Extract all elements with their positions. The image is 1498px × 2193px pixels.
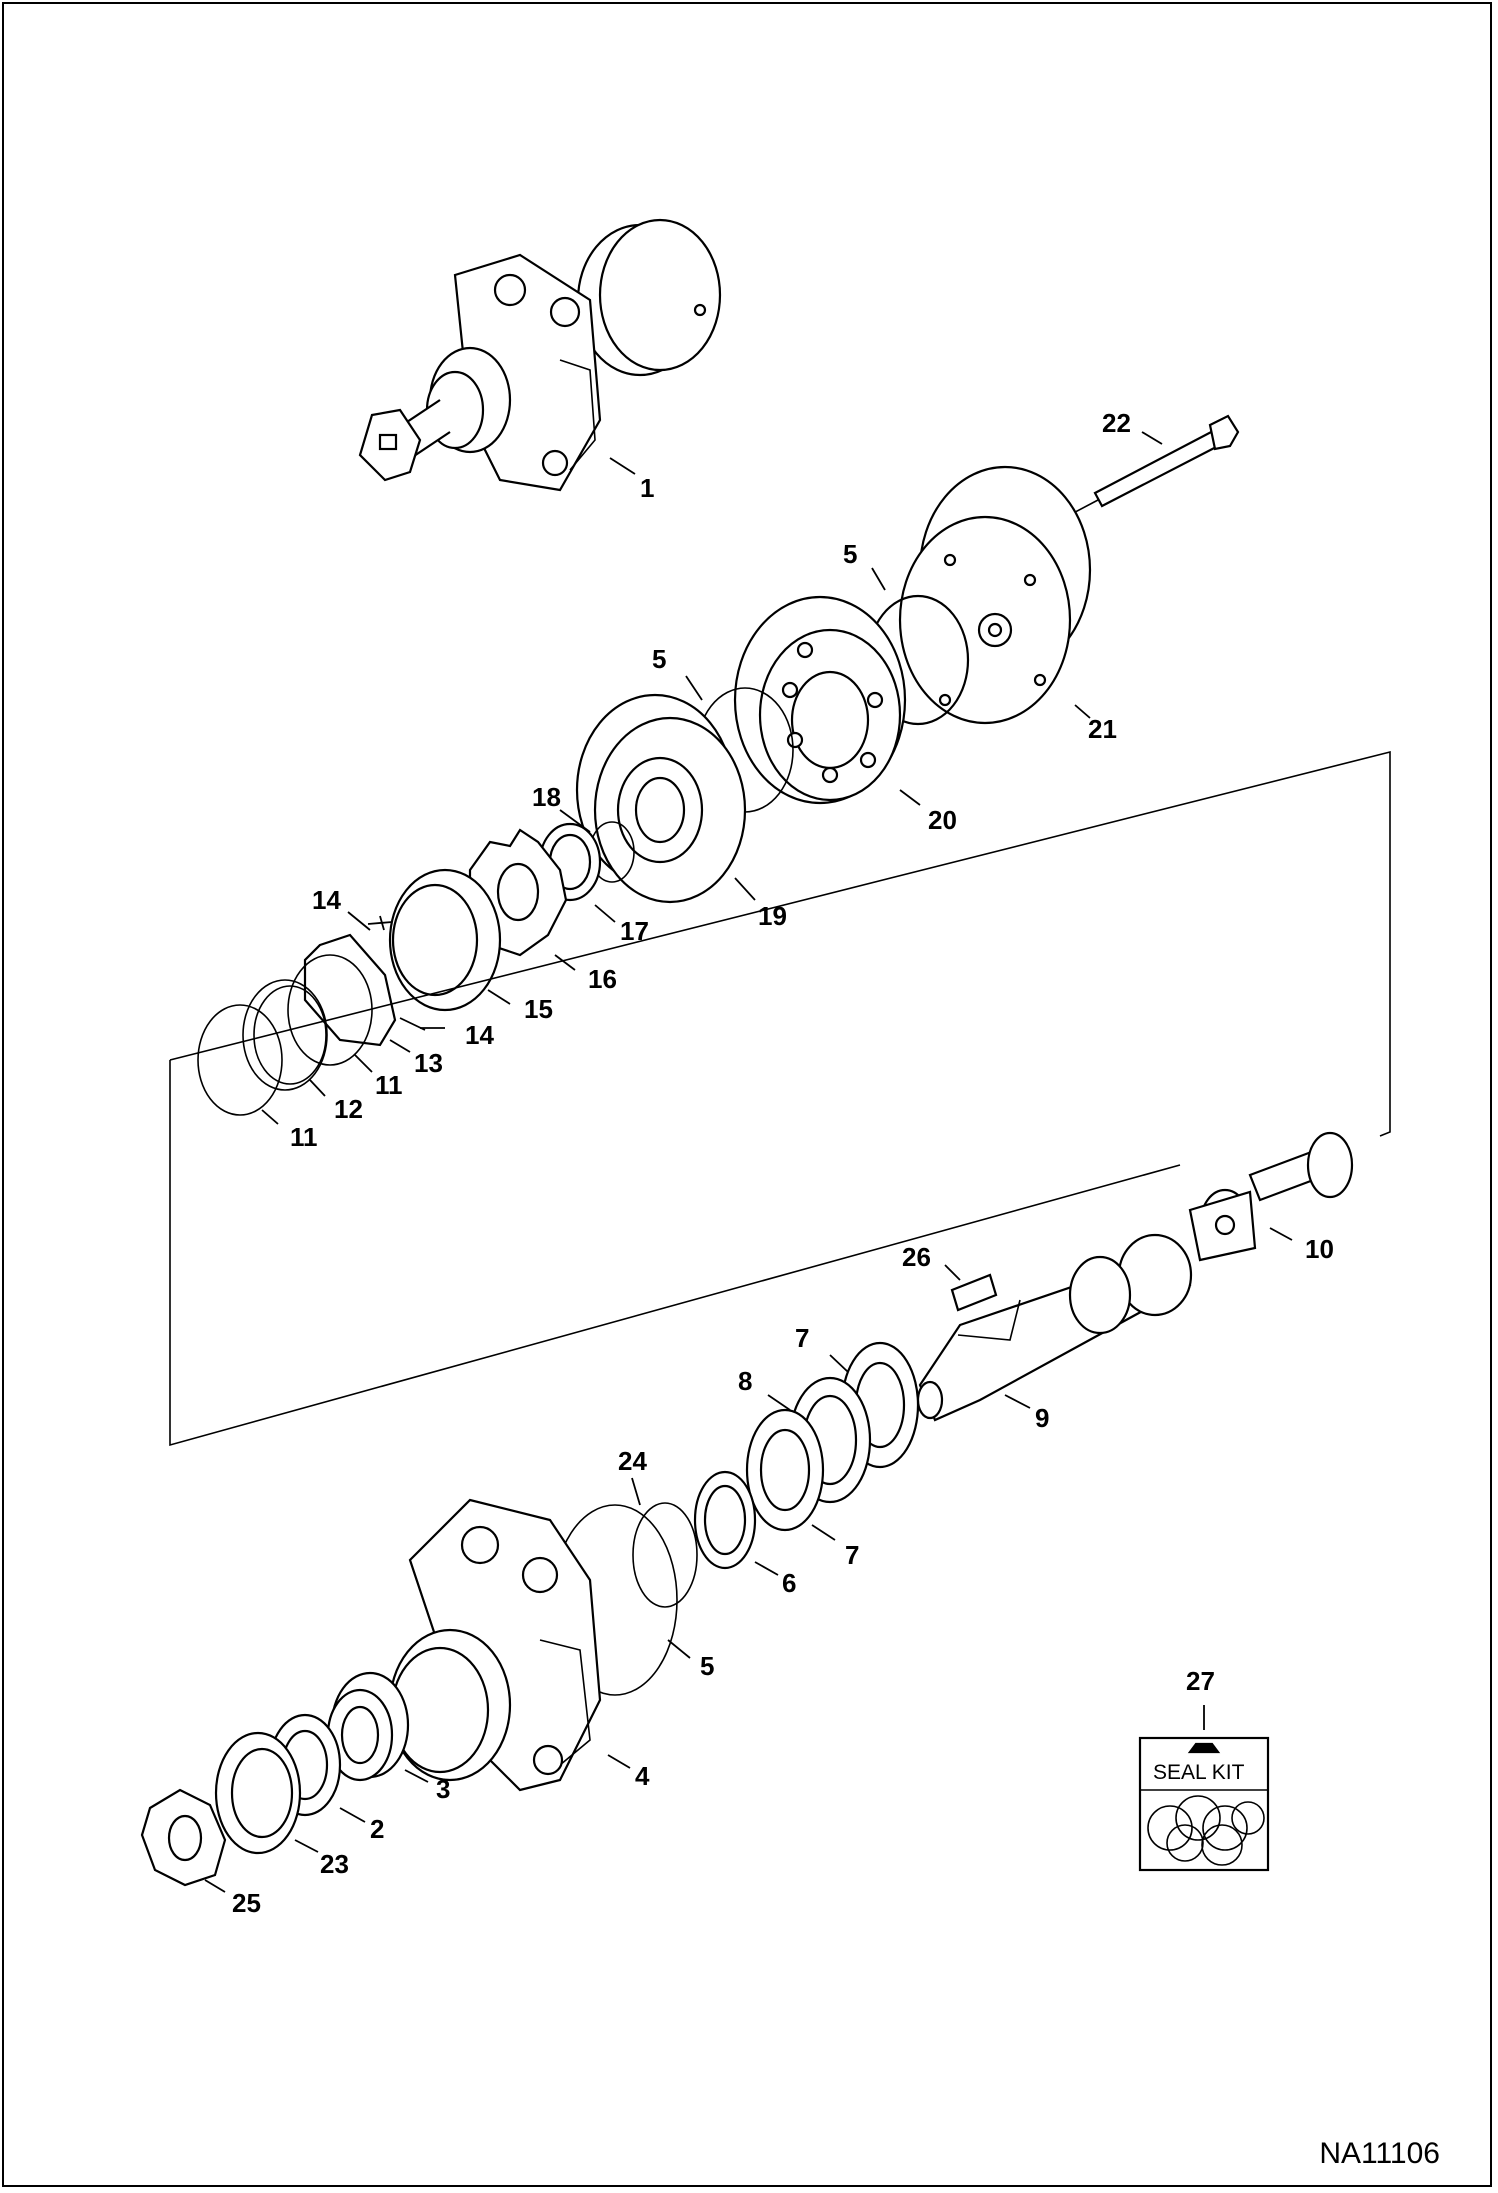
end-cap: [898, 465, 1092, 725]
callout-11-lower: 11: [290, 1122, 318, 1152]
callout-2: 2: [370, 1814, 384, 1844]
assembled-motor: [358, 218, 722, 492]
callout-11-upper: 11: [375, 1070, 403, 1100]
callout-14-upper: 14: [312, 885, 341, 915]
callout-22: 22: [1102, 408, 1131, 438]
callout-26: 26: [902, 1242, 931, 1272]
housing-4: [388, 1498, 602, 1792]
drive-link-10: [1188, 1131, 1354, 1262]
callout-1: 1: [640, 473, 654, 503]
seal-12: [242, 979, 328, 1091]
bearing-3: [326, 1671, 410, 1782]
callout-7-lower: 7: [845, 1540, 859, 1570]
callout-17: 17: [620, 916, 649, 946]
seal-11-lower: [197, 1004, 283, 1116]
seal-kit-27: SEAL KIT: [1138, 1736, 1270, 1872]
o-ring-24: [632, 1502, 698, 1608]
figure-number: NA11106: [1319, 2137, 1440, 2170]
callout-23: 23: [320, 1849, 349, 1879]
callout-10: 10: [1305, 1234, 1334, 1264]
washer-6: [693, 1470, 757, 1570]
callout-9: 9: [1035, 1403, 1049, 1433]
bolt: [1093, 414, 1240, 508]
plate-13: [303, 933, 397, 1047]
assembly-outline-upper: [169, 750, 1391, 1137]
callout-20: 20: [928, 805, 957, 835]
callout-6: 6: [782, 1568, 796, 1598]
valve-plate: [575, 693, 747, 904]
callout-5-lower: 5: [700, 1651, 714, 1681]
callout-18: 18: [532, 782, 561, 812]
gerotor-housing: [733, 595, 907, 805]
callout-21: 21: [1088, 714, 1117, 744]
callout-3: 3: [436, 1774, 450, 1804]
seal-kit-label: SEAL KIT: [1153, 1761, 1245, 1784]
key-26: [950, 1273, 998, 1312]
castle-nut-25: [140, 1788, 227, 1887]
thrust-washer-7-lower: [745, 1408, 825, 1532]
callout-8: 8: [738, 1366, 752, 1396]
callout-12: 12: [334, 1094, 363, 1124]
callout-4: 4: [635, 1761, 650, 1791]
callout-27: 27: [1186, 1666, 1215, 1696]
output-shaft-9: [916, 1233, 1193, 1422]
callout-25: 25: [232, 1888, 261, 1918]
callout-5-upper: 5: [843, 539, 857, 569]
dust-seal-23: [214, 1731, 302, 1855]
callout-7-upper: 7: [795, 1323, 809, 1353]
callout-14-lower: 14: [465, 1020, 494, 1050]
callout-13: 13: [414, 1048, 443, 1078]
callout-15: 15: [524, 994, 553, 1024]
seal-11-upper: [287, 954, 373, 1066]
bearing-plate-15: [388, 868, 502, 1012]
seal-12-inner: [253, 985, 327, 1085]
callout-5-middle: 5: [652, 644, 666, 674]
callout-16: 16: [588, 964, 617, 994]
callout-24: 24: [618, 1446, 647, 1476]
assembly-outline-lower: [169, 1060, 1181, 1447]
